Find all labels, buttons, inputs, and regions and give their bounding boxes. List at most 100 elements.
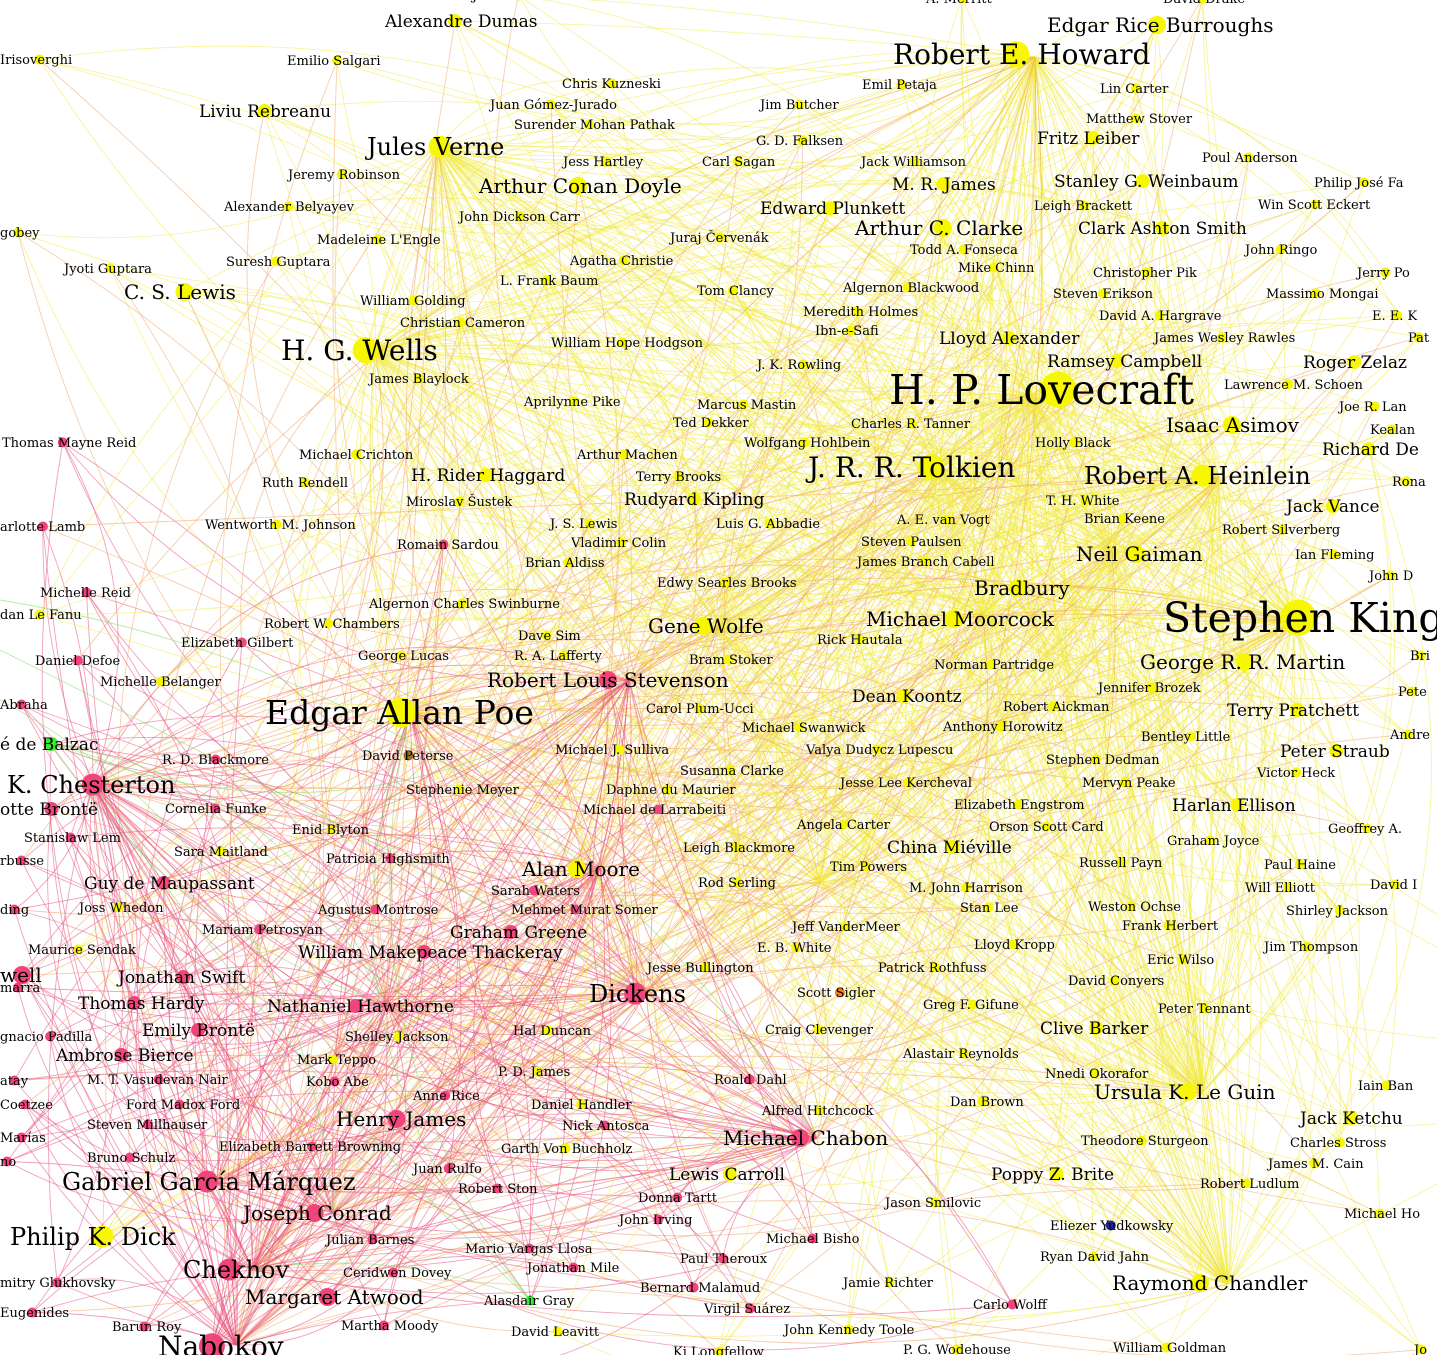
author-label: Alasdair Gray [483,1294,575,1309]
network-edge [331,829,1229,1285]
network-edge [1201,0,1294,623]
author-node [945,840,960,854]
author-node [175,283,194,301]
author-node [1277,524,1288,535]
author-node [1080,495,1091,506]
network-edge [51,808,821,897]
network-edge [235,1300,531,1346]
network-edge [365,56,1036,351]
network-edge [524,0,1032,396]
network-edge [943,183,1113,552]
network-edge [436,147,936,968]
author-node [732,877,743,888]
network-edge [1111,227,1186,552]
network-edge [436,147,550,1031]
author-label: Steven Millhauser [87,1118,208,1133]
network-edge [1030,394,1211,841]
network-edge [252,887,967,1271]
network-edge [436,24,1158,177]
author-node [958,244,969,255]
network-edge [1218,477,1422,656]
author-label: Jerry Po [1355,266,1410,281]
network-edge [563,394,1032,656]
author-label: E. B. White [757,941,832,956]
author-label: Daniel Handler [531,1098,632,1113]
author-label: Ryan David Jahn [1040,1250,1150,1265]
author-label: Kobo Abe [306,1075,369,1090]
network-edge [819,881,1201,1284]
author-node [1110,354,1125,369]
author-node [872,744,883,755]
author-label: Charles R. Tanner [851,417,971,432]
author-node [543,1025,554,1036]
network-edge [51,763,601,869]
author-label: John Kennedy Toole [782,1323,915,1338]
network-edge [21,1137,237,1346]
author-node [791,942,802,953]
network-edge [158,881,821,1080]
author-node [27,1307,38,1318]
author-node [516,0,521,1]
author-node [16,855,27,866]
author-node [1291,767,1302,778]
author-node [191,1023,206,1037]
network-edge [436,147,1118,363]
network-edge [1083,205,1220,479]
network-edge [1030,394,1409,735]
author-node [1186,731,1196,742]
network-edge [92,544,444,784]
network-edge [1135,88,1227,1094]
author-label: Joseph Conrad [241,1201,392,1225]
author-label: Tom Clancy [697,284,774,299]
network-edge [847,613,984,1330]
network-edge [575,613,984,910]
network-edge [819,157,1249,883]
network-edge [211,1004,388,1347]
network-edge [365,147,438,351]
author-node [722,1167,737,1181]
network-edge [144,1269,254,1327]
network-edge [436,147,1352,1119]
network-edge [121,1054,818,1162]
author-node [65,832,76,843]
author-node [1146,682,1157,693]
author-label: Christian Cameron [400,316,526,331]
network-edge [999,726,1203,1094]
author-node [569,177,587,195]
author-node [153,1074,164,1085]
network-edge [1110,550,1175,1226]
network-edge [1030,394,1132,907]
network-edge [1111,181,1156,552]
author-label: Chekhov [183,1256,289,1284]
network-edge [557,627,719,1332]
author-label: Jesse Lee Kercheval [838,776,972,791]
author-label: Geoffrey A. [1328,822,1402,837]
author-node [727,285,738,296]
author-label: David Leavitt [511,1325,600,1340]
network-edge [365,56,1036,351]
network-edge [1030,182,1365,396]
author-label: Marías [0,1131,46,1146]
network-edge [229,621,1294,1271]
network-edge [13,909,237,1346]
author-node [1089,1021,1104,1035]
network-edge [436,88,1136,169]
author-node [624,982,647,1005]
network-edge [1030,394,1301,865]
network-edge [214,349,376,809]
author-node [9,1075,20,1086]
network-edge [645,992,801,1139]
author-label: Elizabeth Gilbert [181,636,294,651]
author-node [957,0,967,4]
author-node [1301,941,1312,952]
network-edge [409,710,498,1189]
author-label: William Goldman [1113,1341,1227,1355]
network-edge [473,679,630,1189]
author-label: Roald Dahl [714,1073,787,1088]
network-edge [1166,1092,1212,1348]
author-node [1079,200,1089,211]
network-edge [400,712,1203,1094]
network-edge [1199,621,1294,1284]
